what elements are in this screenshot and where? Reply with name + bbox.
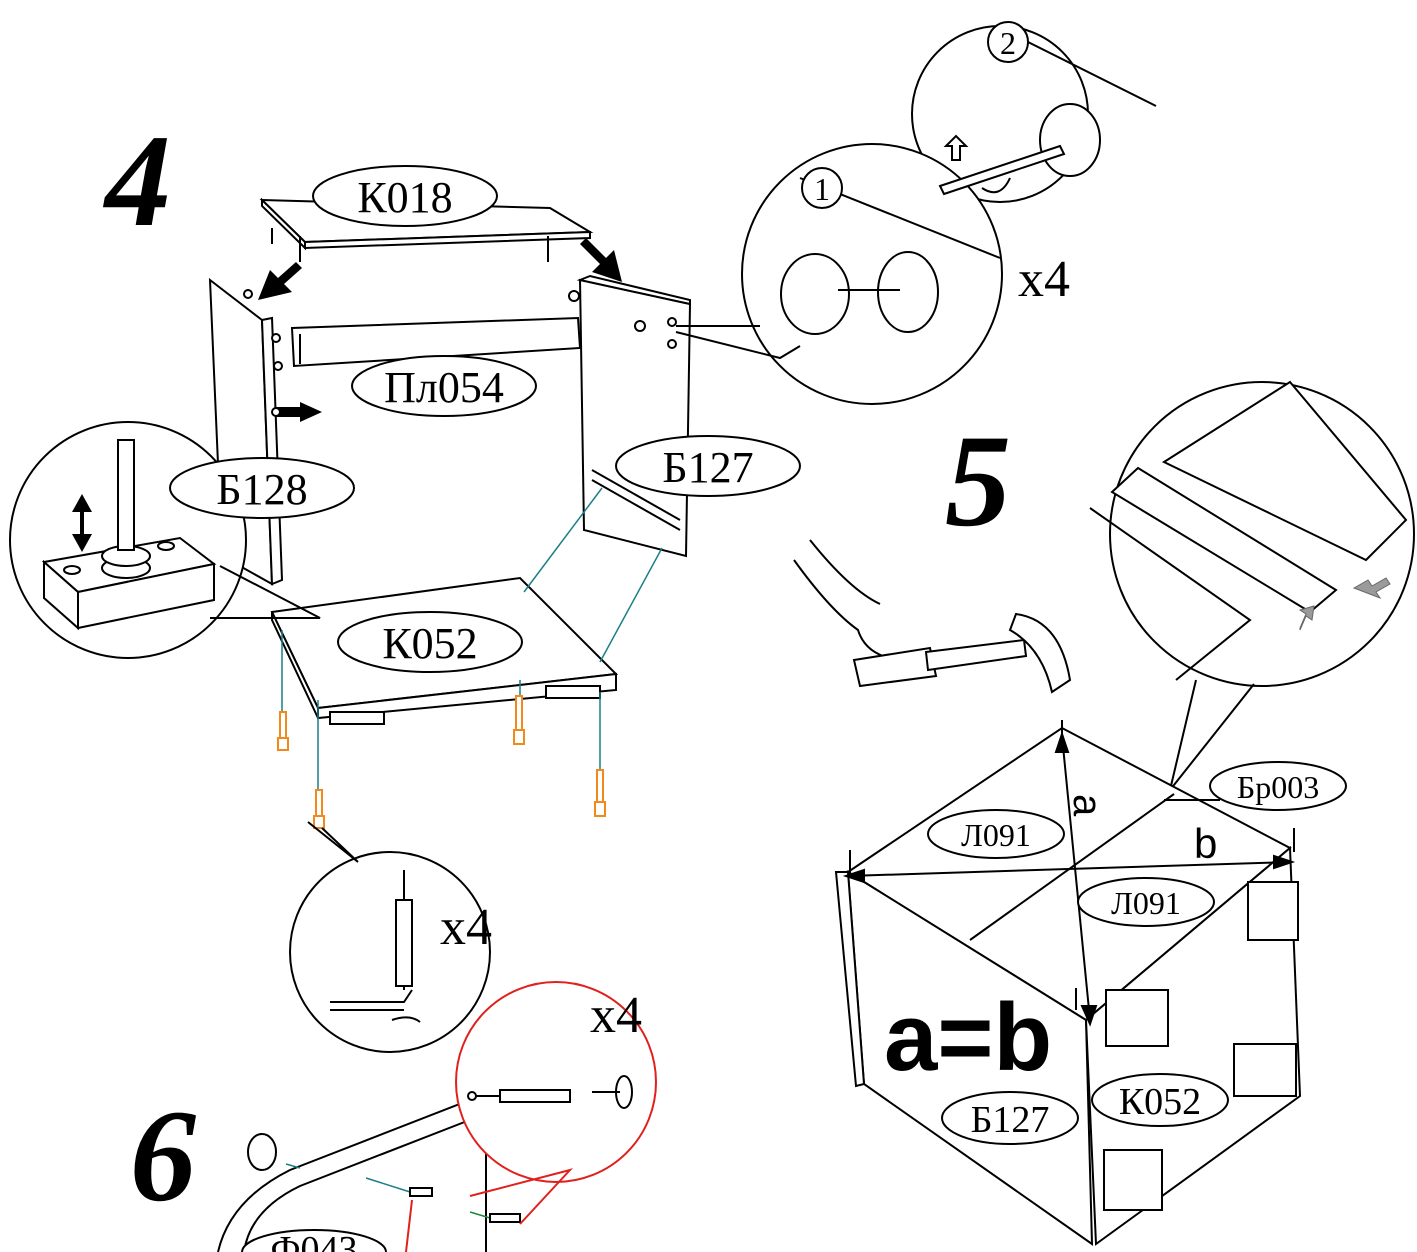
screw-detail-contents (467, 1075, 633, 1109)
step-5-number: 5 (945, 407, 1011, 554)
step-6-number: 6 (130, 1082, 196, 1229)
cam-quantity: x4 (1018, 251, 1070, 308)
side-panel-b127 (568, 274, 692, 558)
screw-detail-red (455, 981, 657, 1225)
diagonal-b-label: b (1194, 820, 1217, 867)
svg-text:2: 2 (1000, 25, 1016, 61)
b127-label: Б127 (615, 435, 801, 497)
diagonal-measure-lines (842, 730, 1296, 1027)
leg-hex-key-detail (289, 821, 491, 1053)
l091-label-left: Л091 (927, 809, 1065, 859)
svg-text:Бр003: Бр003 (1237, 769, 1319, 805)
svg-text:Б127: Б127 (971, 1099, 1050, 1141)
push-arrows (1298, 577, 1391, 631)
br003-label: Бр003 (1164, 761, 1347, 811)
k052-label: К052 (337, 611, 523, 673)
door-f043 (217, 1098, 495, 1252)
l091-label-right: Л091 (1077, 877, 1215, 927)
svg-text:Л091: Л091 (961, 817, 1031, 853)
hammer-hand-illustration (793, 539, 1072, 694)
svg-text:1: 1 (814, 171, 830, 207)
callout-2: 2 (987, 21, 1029, 63)
pl054-label: Пл054 (351, 355, 537, 417)
f043-label: Ф043 (241, 1229, 387, 1252)
step-4-number: 4 (102, 107, 171, 254)
alignment-leader-lines (281, 487, 663, 790)
svg-text:Л091: Л091 (1111, 885, 1181, 921)
k052-cabinet-label: К052 (1091, 1073, 1229, 1127)
cam-lock-detail (675, 25, 1157, 405)
svg-text:Б127: Б127 (662, 443, 753, 492)
b128-label: Б128 (169, 457, 355, 519)
b127-cabinet-label: Б127 (941, 1091, 1079, 1145)
svg-text:К018: К018 (357, 173, 452, 222)
diagonal-a-label: a (1065, 794, 1109, 817)
rail-pl054 (290, 316, 582, 368)
up-down-arrow-icon (72, 494, 92, 552)
k018-label: К018 (312, 165, 498, 227)
svg-text:Б128: Б128 (216, 465, 307, 514)
svg-text:Ф043: Ф043 (270, 1229, 357, 1252)
diagonal-equation: a=b (884, 984, 1052, 1091)
door-hinge-screws (285, 1163, 521, 1252)
back-panel-groove-detail (1089, 380, 1415, 791)
adjustable-legs (277, 695, 606, 829)
svg-text:Пл054: Пл054 (384, 363, 504, 412)
leg-quantity: x4 (440, 899, 492, 956)
screw-quantity: x4 (590, 987, 642, 1044)
svg-text:К052: К052 (382, 619, 477, 668)
svg-text:К052: К052 (1119, 1081, 1201, 1123)
callout-1: 1 (801, 167, 843, 209)
